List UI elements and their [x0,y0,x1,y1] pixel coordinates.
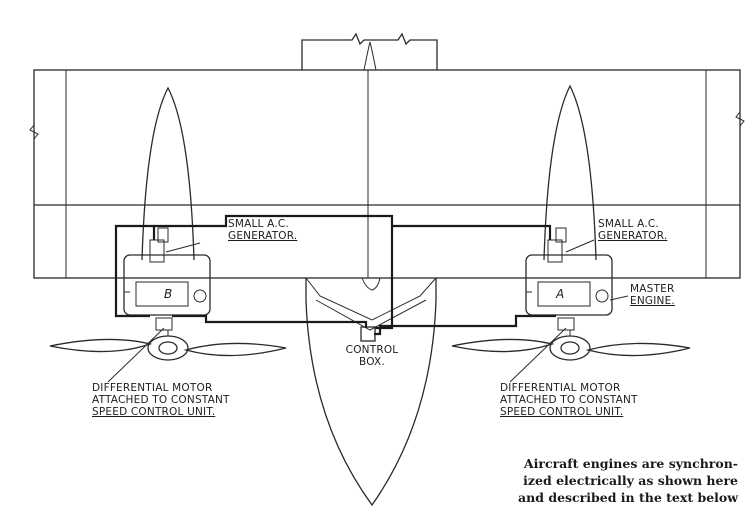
figure-caption: Aircraft engines are synchron- ized elec… [470,455,738,506]
right-propeller [451,330,691,361]
label-line: MASTER [630,283,675,295]
fuselage [305,277,437,507]
left-propeller [49,330,287,361]
engine-b-letter: B [164,287,173,301]
right-nacelle [525,84,613,331]
wing [29,69,745,279]
right-generator-label: SMALL A.C. GENERATOR. [598,218,667,242]
wiring [114,214,556,336]
label-line: ATTACHED TO CONSTANT [92,394,230,406]
label-line: ENGINE. [630,295,675,307]
label-line: BOX. [359,356,385,368]
label-line: SPEED CONTROL UNIT. [500,406,624,418]
left-generator-label: SMALL A.C. GENERATOR. [228,218,297,242]
label-line: DIFFERENTIAL MOTOR [92,382,213,394]
engine-a-letter: A [556,287,565,301]
caption-line: and described in the text below [518,490,738,505]
left-nacelle [123,86,211,331]
caption-line: ized electrically as shown here [523,473,738,488]
left-differential-label: DIFFERENTIAL MOTOR ATTACHED TO CONSTANT … [92,382,230,418]
label-line: DIFFERENTIAL MOTOR [500,382,621,394]
label-line: CONTROL [345,344,399,356]
label-line: SMALL A.C. [598,218,659,230]
label-line: GENERATOR. [228,230,298,242]
control-box-label: CONTROL BOX. [344,344,400,368]
label-line: SMALL A.C. [228,218,289,230]
leader-lines [107,239,629,383]
master-engine-label: MASTER ENGINE. [630,283,675,307]
right-differential-label: DIFFERENTIAL MOTOR ATTACHED TO CONSTANT … [500,382,638,418]
label-line: SPEED CONTROL UNIT. [92,406,216,418]
caption-line: Aircraft engines are synchron- [523,456,738,471]
tail-section [301,32,438,71]
label-line: GENERATOR. [598,230,668,242]
label-line: ATTACHED TO CONSTANT [500,394,638,406]
